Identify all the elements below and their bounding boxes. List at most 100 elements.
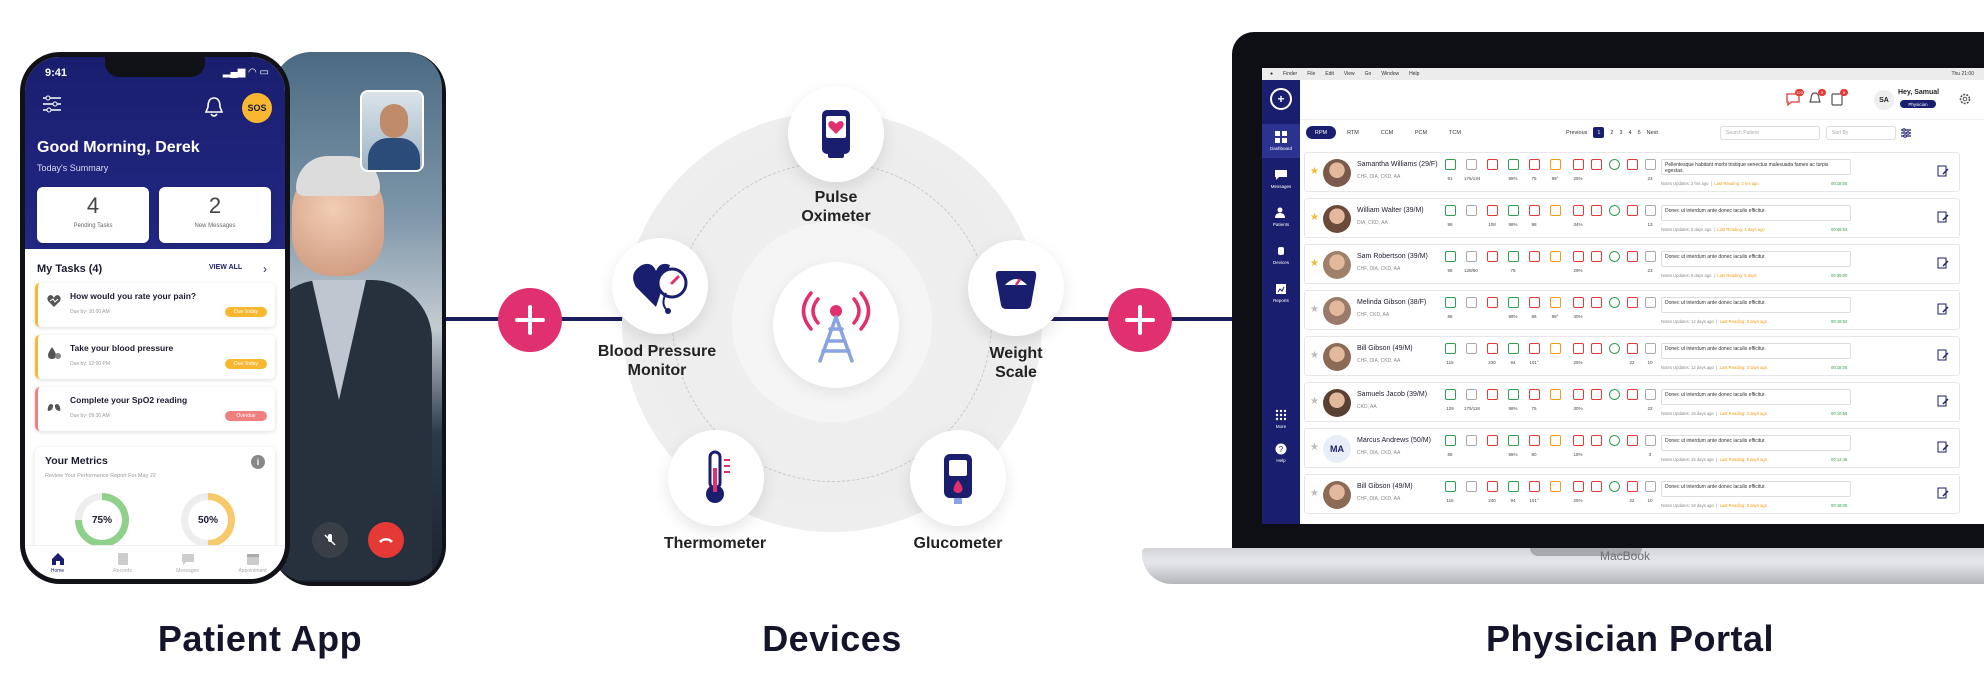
vital-reading[interactable]: 75 [1527,389,1541,411]
row-action[interactable] [1625,297,1639,314]
row-action[interactable]: 22 [1625,343,1639,365]
filter-icon[interactable] [1900,127,1912,139]
task-card-pain[interactable]: How would you rate your pain? Due by: 10… [35,283,275,327]
vital-reading[interactable] [1485,251,1499,268]
tab-pcm[interactable]: PCM [1414,129,1428,136]
patient-name[interactable]: Bill Gibson (49/M) [1357,483,1413,490]
sidebar-item-messages[interactable]: Messages [1262,162,1300,196]
search-patient-input[interactable]: Search Patient [1720,126,1820,140]
vital-reading[interactable] [1548,205,1562,222]
patient-note[interactable]: Pellentesque habitant morbi tristique se… [1661,159,1851,175]
menu-item[interactable]: View [1343,71,1355,77]
row-action[interactable]: 23 [1643,159,1657,181]
patient-note[interactable]: Donec ut interdum ante donec iaculis eff… [1661,481,1851,497]
vital-reading[interactable]: 98 [1527,205,1541,227]
vital-reading[interactable]: 94 [1506,343,1520,365]
sos-button[interactable]: SOS [242,93,272,123]
menu-item[interactable]: Go [1364,71,1372,77]
avatar[interactable] [1323,481,1351,509]
avatar[interactable] [1323,297,1351,325]
avatar[interactable] [1323,159,1351,187]
vital-reading[interactable]: 99 [1443,251,1457,273]
row-action[interactable]: 23 [1643,389,1657,411]
vital-reading[interactable]: 175/118 [1464,389,1480,411]
vital-reading[interactable] [1527,251,1541,268]
vital-reading[interactable]: 89 [1443,435,1457,457]
table-row[interactable]: ★Samantha Williams (29/F)CHF, DIA, CKD, … [1304,152,1960,192]
pagination-page[interactable]: 1 [1593,127,1605,138]
app-logo[interactable]: + [1270,88,1292,110]
row-action[interactable] [1589,251,1603,262]
vital-reading[interactable]: 98 [1443,205,1457,227]
row-action[interactable] [1589,435,1603,446]
row-action[interactable] [1607,297,1621,308]
vital-reading[interactable] [1485,297,1499,314]
avatar[interactable] [1323,389,1351,417]
device-weight-scale[interactable] [968,240,1064,336]
sort-by-select[interactable]: Sort By [1826,126,1896,140]
vital-reading[interactable]: 129 [1443,389,1457,411]
device-pulse-oximeter[interactable] [788,86,884,182]
device-blood-pressure-monitor[interactable] [612,238,708,334]
doctor-video-thumbnail[interactable] [360,90,424,172]
pagination-next[interactable]: Next [1646,129,1658,136]
mute-button[interactable] [312,522,348,558]
sidebar-item-more[interactable]: More [1262,402,1300,436]
row-action[interactable] [1625,251,1639,268]
row-action[interactable] [1625,159,1639,176]
edit-note-icon[interactable] [1937,211,1949,223]
tab-messages[interactable]: Messages [155,546,220,579]
sidebar-item-reports[interactable]: Reports [1262,276,1300,310]
vital-reading[interactable]: 98% [1506,389,1520,411]
edit-note-icon[interactable] [1937,303,1949,315]
tab-appointment[interactable]: Appointment [220,546,285,579]
patient-note[interactable]: Donec ut interdum ante donec iaculis eff… [1661,435,1851,451]
row-action[interactable] [1607,389,1621,400]
avatar[interactable]: MA [1323,435,1351,463]
vital-reading[interactable] [1464,297,1478,314]
vital-reading[interactable] [1548,481,1562,498]
patient-name[interactable]: Marcus Andrews (50/M) [1357,437,1431,444]
edit-note-icon[interactable] [1937,349,1949,361]
vital-reading[interactable] [1485,389,1499,406]
menu-item[interactable]: Help [1409,71,1420,77]
edit-note-icon[interactable] [1937,395,1949,407]
tab-ccm[interactable]: CCM [1380,129,1394,136]
pagination-page[interactable]: 2 [1610,129,1614,136]
menu-item[interactable]: File [1307,71,1316,77]
vital-reading[interactable]: 115 [1443,481,1457,503]
vital-reading[interactable]: 175/134 [1464,159,1480,181]
stat-card-pending-tasks[interactable]: 4 Pending Tasks [37,187,149,243]
bell-icon[interactable] [203,95,225,119]
patient-name[interactable]: Samantha Williams (29/F) [1357,161,1438,168]
row-action[interactable] [1589,343,1603,354]
vital-reading[interactable]: 86 [1443,297,1457,319]
edit-note-icon[interactable] [1937,165,1949,177]
patient-note[interactable]: Donec ut interdum ante donec iaculis eff… [1661,251,1851,267]
row-action[interactable]: 3 [1643,435,1657,457]
vital-reading[interactable]: 108 [1485,205,1499,227]
vital-reading[interactable]: 91 [1443,159,1457,181]
row-action[interactable] [1607,205,1621,216]
row-action[interactable] [1589,389,1603,400]
favorite-star-icon[interactable]: ★ [1310,488,1319,499]
tab-home[interactable]: Home [25,546,90,579]
row-action[interactable]: 13 [1643,205,1657,227]
favorite-star-icon[interactable]: ★ [1310,396,1319,407]
task-card-blood-pressure[interactable]: Take your blood pressure Due by: 12:00 P… [35,335,275,379]
device-glucometer[interactable] [910,430,1006,526]
vital-reading[interactable] [1485,435,1499,452]
row-action[interactable]: 22 [1625,481,1639,503]
avatar[interactable] [1323,205,1351,233]
vital-reading[interactable]: 86 [1527,297,1541,319]
row-action[interactable] [1607,435,1621,446]
row-action[interactable]: 23 [1643,251,1657,273]
edit-note-icon[interactable] [1937,441,1949,453]
vital-reading[interactable]: 101° [1527,481,1541,503]
pagination-page[interactable]: 3 [1619,129,1623,136]
